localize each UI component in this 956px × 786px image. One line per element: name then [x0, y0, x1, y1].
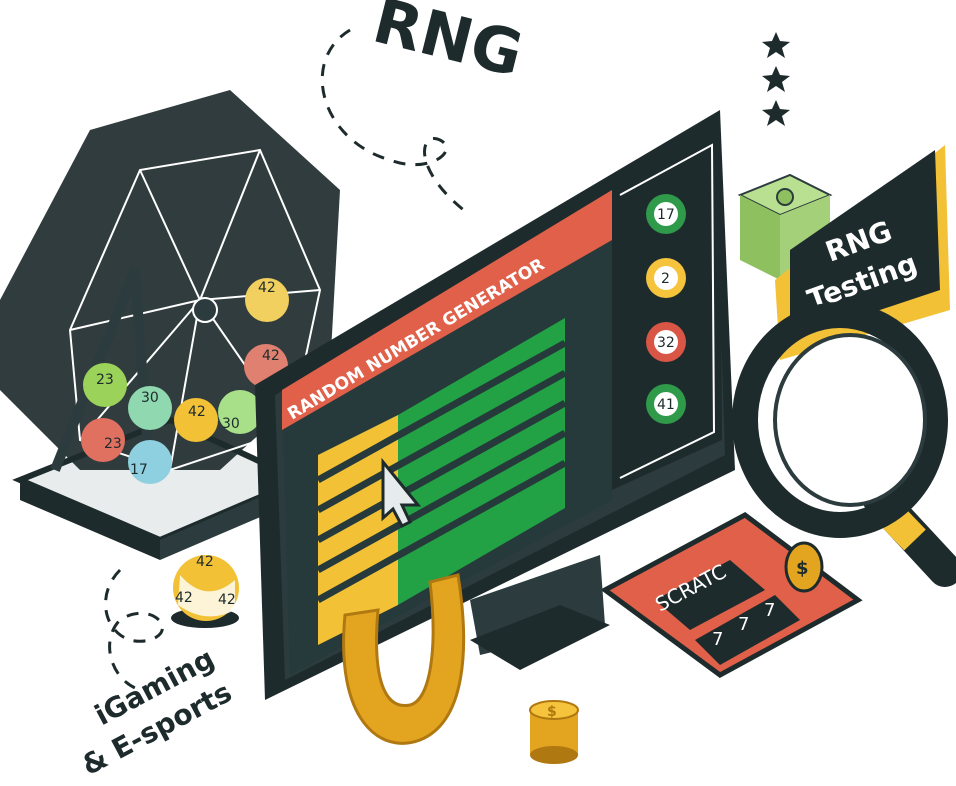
lottery-ball: 42	[174, 398, 218, 442]
svg-text:$: $	[796, 558, 809, 579]
svg-text:42: 42	[262, 348, 280, 364]
lottery-ball: 23	[81, 418, 125, 462]
scratch-digit: 7	[764, 600, 775, 621]
svg-text:42: 42	[175, 590, 193, 606]
screen-number-balls: 17 2 32 41	[646, 194, 686, 424]
svg-text:42: 42	[188, 404, 206, 420]
svg-text:23: 23	[96, 372, 114, 388]
lottery-ball: 30	[128, 386, 172, 430]
star-icon	[762, 100, 790, 126]
horseshoe-icon	[342, 573, 466, 745]
number-ball: 17	[646, 194, 686, 234]
caption: iGaming & E-sports	[76, 642, 237, 782]
screen-banner	[282, 190, 612, 430]
lottery-ball: 17	[128, 440, 172, 484]
scratch-card: SCRATC 7 7 7	[600, 512, 863, 678]
svg-text:$: $	[547, 704, 557, 720]
svg-text:41: 41	[657, 397, 675, 413]
lottery-ball: 23	[83, 363, 127, 407]
svg-text:23: 23	[104, 436, 122, 452]
lottery-ball: 42	[245, 278, 289, 322]
svg-text:17: 17	[657, 207, 675, 223]
monitor: RANDOM NUMBER GENERATOR	[255, 110, 735, 700]
svg-text:42: 42	[258, 280, 276, 296]
svg-text:42: 42	[218, 592, 236, 608]
magnifier-icon	[732, 302, 956, 587]
svg-text:17: 17	[130, 462, 148, 478]
star-icon	[762, 32, 790, 58]
svg-text:30: 30	[222, 416, 240, 432]
rng-heading: RNG	[366, 0, 530, 91]
scratch-digit: 7	[712, 629, 723, 650]
loose-lottery-ball: 42 42 42	[171, 554, 239, 628]
svg-text:30: 30	[141, 390, 159, 406]
coin-icon: $	[784, 541, 824, 593]
number-ball: 2	[646, 258, 686, 298]
svg-text:2: 2	[661, 271, 670, 287]
star-icon	[762, 66, 790, 92]
lottery-ball: 30	[218, 390, 262, 434]
number-ball: 32	[646, 322, 686, 362]
number-ball: 41	[646, 384, 686, 424]
coin-stack-icon: $	[529, 700, 579, 764]
scratch-digit: 7	[738, 614, 749, 635]
svg-text:32: 32	[657, 335, 675, 351]
cursor-icon	[381, 457, 422, 528]
star-icons	[762, 32, 790, 126]
svg-text:42: 42	[196, 554, 214, 570]
dashed-lines	[104, 28, 471, 692]
